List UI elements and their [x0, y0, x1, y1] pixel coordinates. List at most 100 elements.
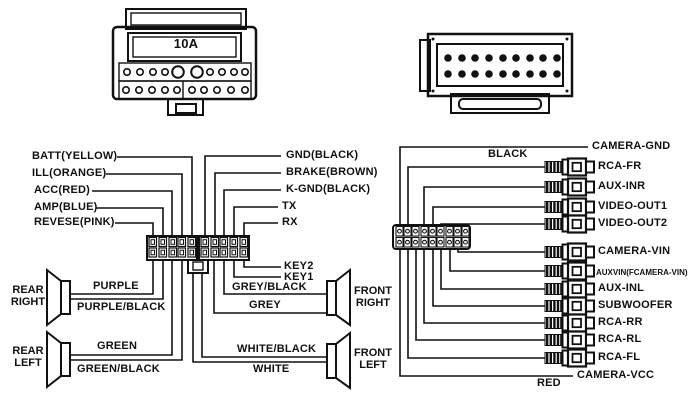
wire-white [192, 272, 327, 363]
wire-label-green-black: GREEN/BLACK [77, 363, 160, 375]
speaker-label-line1: REAR [12, 345, 44, 357]
wire-label-gnd: GND(BLACK) [286, 149, 359, 161]
speakers [46, 267, 351, 390]
rca-plug-video-out1 [543, 197, 596, 217]
speaker-label-rear-left: REAR LEFT [8, 345, 48, 369]
speaker-label-front-right: FRONT RIGHT [350, 285, 396, 309]
wire-grey [213, 260, 327, 314]
wire-label-ill: ILL(ORANGE) [32, 167, 107, 179]
wire-label-brake: BRAKE(BROWN) [286, 166, 378, 178]
wire-amp [96, 207, 164, 236]
av-label-rca-fl: RCA-FL [598, 351, 641, 363]
speaker-label-line2: RIGHT [10, 296, 46, 308]
wire-key2 [243, 260, 281, 268]
av-label-camera-gnd: CAMERA-GND [592, 140, 671, 152]
speaker-label-line1: REAR [12, 284, 44, 296]
wire-revese [115, 222, 154, 236]
wire-camera-vcc [399, 249, 573, 377]
wire-purple-black [70, 260, 164, 300]
wire-video-out1 [432, 206, 545, 226]
wire-key1 [233, 260, 281, 278]
wire-label-kgnd: K-GND(BLACK) [286, 183, 371, 195]
wire-aux-inl [440, 249, 545, 290]
av-label-rca-rr: RCA-RR [598, 316, 643, 328]
rca-plugs [543, 157, 596, 368]
rca-plug-rca-fl [543, 348, 596, 368]
speaker-label-line1: FRONT [354, 285, 392, 297]
wire-color-red: RED [537, 377, 561, 389]
av-label-video-out2: VIDEO-OUT2 [598, 217, 668, 229]
av-label-rca-fr: RCA-FR [598, 160, 642, 172]
wire-color-black: BLACK [488, 148, 528, 160]
av-label-video-out1: VIDEO-OUT1 [598, 200, 668, 212]
speaker-label-rear-right: REAR RIGHT [8, 284, 48, 308]
wire-label-purple: PURPLE [93, 280, 139, 292]
rca-plug-auxvin [543, 261, 596, 281]
wire-gnd [204, 155, 281, 236]
wire-label-grey-black: GREY/BLACK [232, 281, 307, 293]
wire-label-purple-black: PURPLE/BLACK [77, 301, 166, 313]
speaker-label-line2: LEFT [14, 357, 42, 369]
wire-label-white-black: WHITE/BLACK [237, 343, 317, 355]
wire-rca-fr [407, 166, 545, 226]
rca-plug-fr [543, 157, 596, 177]
wire-camera-vin [457, 249, 545, 253]
fuse-connector [111, 8, 258, 116]
av-label-camera-vin: CAMERA-VIN [598, 245, 671, 257]
wire-label-revese: REVESE(PINK) [34, 216, 115, 228]
speaker-rear-left [46, 329, 71, 390]
speaker-label-line1: FRONT [354, 347, 392, 359]
speaker-rear-right [46, 267, 71, 328]
av-label-aux-inr: AUX-INR [598, 180, 646, 192]
av-label-aux-inl: AUX-INL [598, 282, 645, 294]
av-connector [392, 224, 471, 250]
wire-grey-black [223, 260, 327, 295]
av-label-camera-vcc: CAMERA-VCC [577, 369, 655, 381]
wire-video-out2 [440, 223, 545, 226]
av-label-rca-rl: RCA-RL [598, 333, 642, 345]
speaker-label-front-left: FRONT LEFT [350, 347, 396, 371]
rear-connector [419, 32, 574, 114]
wire-green [70, 260, 173, 356]
wire-label-amp: AMP(BLUE) [34, 201, 98, 213]
rca-plug-rca-rr [543, 313, 596, 333]
speaker-label-line2: LEFT [359, 359, 387, 371]
rca-plug-aux-inl [543, 279, 596, 299]
rca-plug-camera-vin [543, 242, 596, 262]
wire-label-tx: TX [282, 200, 297, 212]
av-label-auxvin: AUXVIN(FCAMERA-VIN) [596, 268, 688, 277]
wire-rca-fl [407, 249, 545, 359]
wire-label-grey: GREY [249, 299, 281, 311]
wire-ill [106, 173, 183, 236]
wire-rca-rr [423, 249, 545, 324]
fuse-rating-label: 10A [173, 36, 199, 51]
wire-white-black [201, 272, 327, 358]
av-label-subwoofer: SUBWOOFER [598, 299, 673, 311]
wire-label-acc: ACC(RED) [34, 184, 90, 196]
wire-label-key2: KEY2 [284, 260, 314, 272]
wire-brake [214, 172, 281, 236]
wire-tx [233, 206, 278, 236]
rca-plug-rca-rl [543, 330, 596, 350]
wire-green-black [70, 260, 183, 361]
speaker-label-line2: RIGHT [355, 297, 391, 309]
wire-purple [70, 260, 154, 295]
rca-plug-aux-inr [543, 177, 596, 197]
speaker-front-left [326, 330, 351, 390]
wire-batt [117, 156, 193, 236]
wire-rx [243, 222, 278, 236]
wire-acc [92, 190, 173, 236]
wire-label-batt: BATT(YELLOW) [32, 150, 118, 162]
fuse-window [127, 32, 242, 62]
rca-plug-subwoofer [543, 296, 596, 316]
wire-camera-gnd [399, 146, 588, 226]
wire-aux-inr [423, 186, 545, 226]
rca-plug-video-out2 [543, 214, 596, 234]
wire-subwoofer [432, 249, 545, 307]
wire-kgnd [223, 189, 281, 236]
wire-auxvin [449, 249, 545, 272]
wire-label-rx: RX [282, 216, 298, 228]
wire-label-white: WHITE [253, 363, 290, 375]
